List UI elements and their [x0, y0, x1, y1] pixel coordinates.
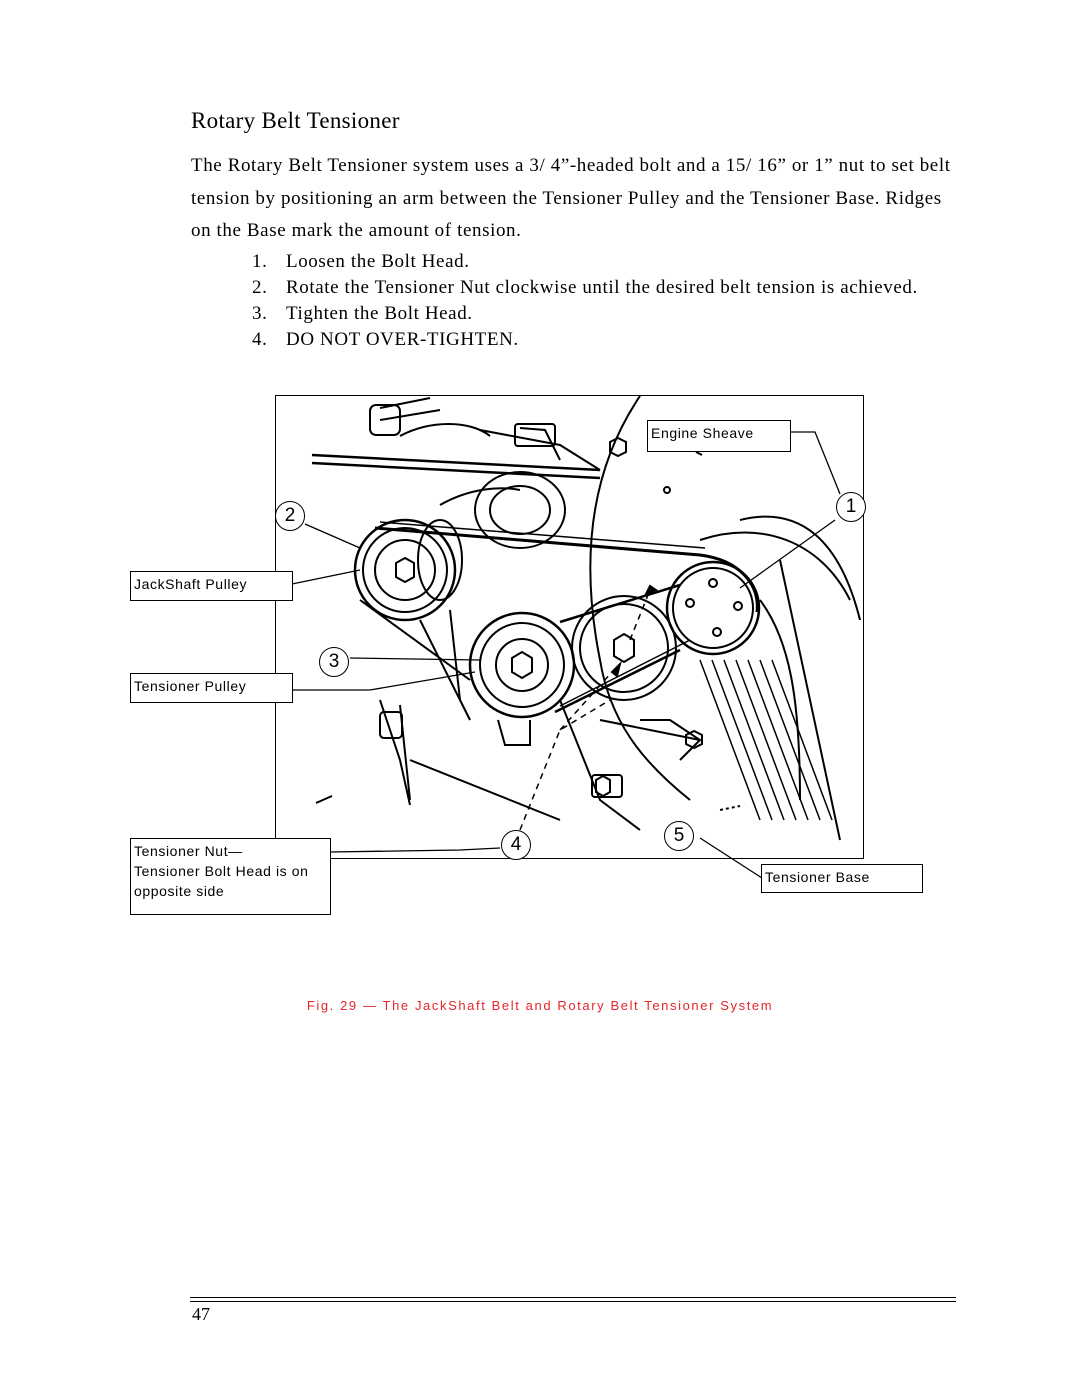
- footer-rule: [190, 1297, 956, 1298]
- step-text: DO NOT OVER-TIGHTEN.: [286, 329, 519, 350]
- marker-3: 3: [319, 647, 349, 677]
- step-number: 3.: [252, 303, 268, 324]
- steps-list: 1. Loosen the Bolt Head. 2. Rotate the T…: [252, 249, 952, 353]
- callout-tensioner-nut: Tensioner Nut— Tensioner Bolt Head is on…: [130, 838, 331, 915]
- list-item: 3. Tighten the Bolt Head.: [252, 301, 952, 327]
- marker-4: 4: [501, 830, 531, 860]
- list-item: 4. DO NOT OVER-TIGHTEN.: [252, 327, 952, 353]
- marker-5: 5: [664, 821, 694, 851]
- step-text: Rotate the Tensioner Nut clockwise until…: [286, 277, 918, 298]
- marker-2: 2: [275, 501, 305, 531]
- footer-rule-thin: [190, 1301, 956, 1302]
- step-text: Loosen the Bolt Head.: [286, 251, 470, 272]
- list-item: 1. Loosen the Bolt Head.: [252, 249, 952, 275]
- callout-tensioner-base: Tensioner Base: [761, 864, 923, 893]
- callout-engine-sheave: Engine Sheave: [647, 420, 791, 452]
- callout-jackshaft-pulley: JackShaft Pulley: [130, 571, 293, 601]
- figure-caption: Fig. 29 — The JackShaft Belt and Rotary …: [306, 998, 774, 1013]
- section-title: Rotary Belt Tensioner: [191, 108, 400, 133]
- intro-paragraph: The Rotary Belt Tensioner system uses a …: [191, 155, 951, 241]
- step-text: Tighten the Bolt Head.: [286, 303, 473, 324]
- marker-1: 1: [836, 492, 866, 522]
- page-number: 47: [192, 1304, 210, 1324]
- list-item: 2. Rotate the Tensioner Nut clockwise un…: [252, 275, 952, 301]
- callout-tensioner-pulley: Tensioner Pulley: [130, 673, 293, 703]
- step-number: 1.: [252, 251, 268, 272]
- step-number: 2.: [252, 277, 268, 298]
- figure-frame: [275, 395, 864, 859]
- step-number: 4.: [252, 329, 268, 350]
